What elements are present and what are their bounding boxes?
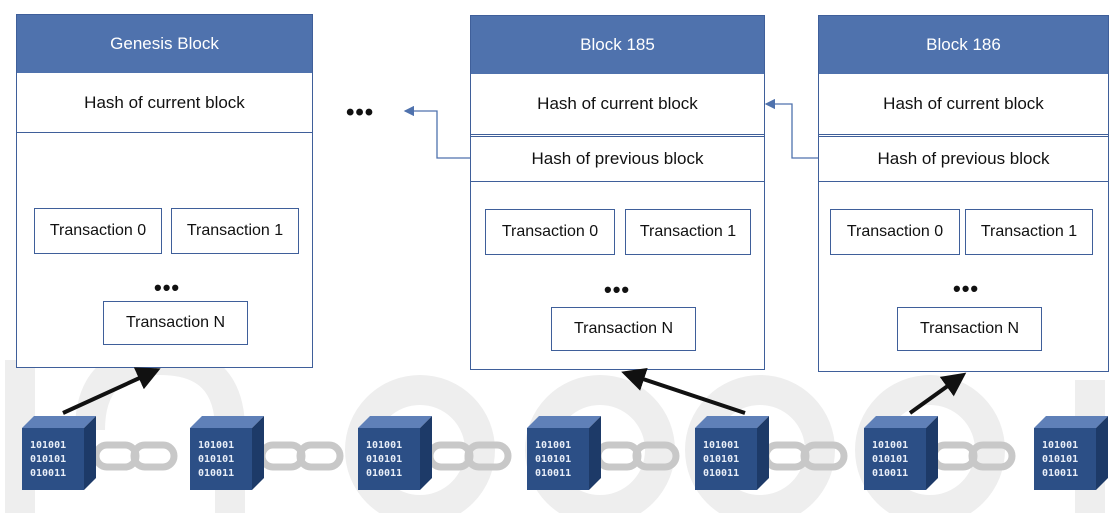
previous-hash-link-arrow <box>764 98 818 159</box>
block-186: Block 186 Hash of current block Hash of … <box>818 15 1109 372</box>
transaction-n: Transaction N <box>103 301 248 345</box>
binary-label: 010011 <box>703 468 739 479</box>
transaction-n: Transaction N <box>551 307 696 351</box>
binary-label: 101001 <box>1042 440 1078 451</box>
binary-label: 010101 <box>1042 454 1078 465</box>
transaction-n: Transaction N <box>897 307 1042 351</box>
binary-label: 010011 <box>1042 468 1078 479</box>
data-block-cube-icon: 101001 010101 010011 <box>358 416 432 490</box>
cube-to-block-arrow <box>621 367 746 415</box>
binary-label: 010101 <box>535 454 571 465</box>
hash-current-row: Hash of current block <box>819 74 1108 135</box>
cube-to-block-arrow <box>908 372 967 415</box>
binary-label: 010101 <box>366 454 402 465</box>
data-block-cube-icon: 101001 010101 010011 <box>190 416 264 490</box>
binary-label: 101001 <box>366 440 402 451</box>
data-block-cube-icon: 101001 010101 010011 <box>864 416 938 490</box>
binary-label: 101001 <box>535 440 571 451</box>
block-185: Block 185 Hash of current block Hash of … <box>470 15 765 370</box>
genesis-block: Genesis Block Hash of current block Tran… <box>16 14 313 368</box>
transaction-1: Transaction 1 <box>625 209 751 255</box>
data-block-cube-icon: 101001 010101 010011 <box>527 416 601 490</box>
chain-links <box>92 441 1016 471</box>
binary-label: 010101 <box>30 454 66 465</box>
data-block-cube-icon: 101001 010101 010011 <box>695 416 769 490</box>
cube-to-block-arrow <box>62 367 161 415</box>
hash-current-row: Hash of current block <box>471 74 764 135</box>
binary-label: 101001 <box>30 440 66 451</box>
data-block-cube-icon: 101001 010101 010011 <box>1034 416 1108 490</box>
block-title: Block 185 <box>471 16 764 74</box>
binary-label: 010011 <box>535 468 571 479</box>
binary-label: 010011 <box>30 468 66 479</box>
binary-label: 101001 <box>703 440 739 451</box>
binary-label: 010011 <box>872 468 908 479</box>
hash-current-row: Hash of current block <box>17 73 312 133</box>
transaction-1: Transaction 1 <box>171 208 299 254</box>
binary-label: 101001 <box>198 440 234 451</box>
data-block-cube-icon: 101001 010101 010011 <box>22 416 96 490</box>
binary-label: 010101 <box>198 454 234 465</box>
transaction-0: Transaction 0 <box>34 208 162 254</box>
block-title: Genesis Block <box>17 15 312 73</box>
transaction-0: Transaction 0 <box>485 209 615 255</box>
block-title: Block 186 <box>819 16 1108 74</box>
binary-label: 101001 <box>872 440 908 451</box>
hash-previous-row: Hash of previous block <box>471 136 764 182</box>
transaction-0: Transaction 0 <box>830 209 960 255</box>
binary-label: 010011 <box>198 468 234 479</box>
binary-label: 010011 <box>366 468 402 479</box>
binary-label: 010101 <box>703 454 739 465</box>
previous-hash-link-arrow <box>403 105 470 159</box>
hash-previous-row: Hash of previous block <box>819 136 1108 182</box>
binary-label: 010101 <box>872 454 908 465</box>
transaction-1: Transaction 1 <box>965 209 1093 255</box>
